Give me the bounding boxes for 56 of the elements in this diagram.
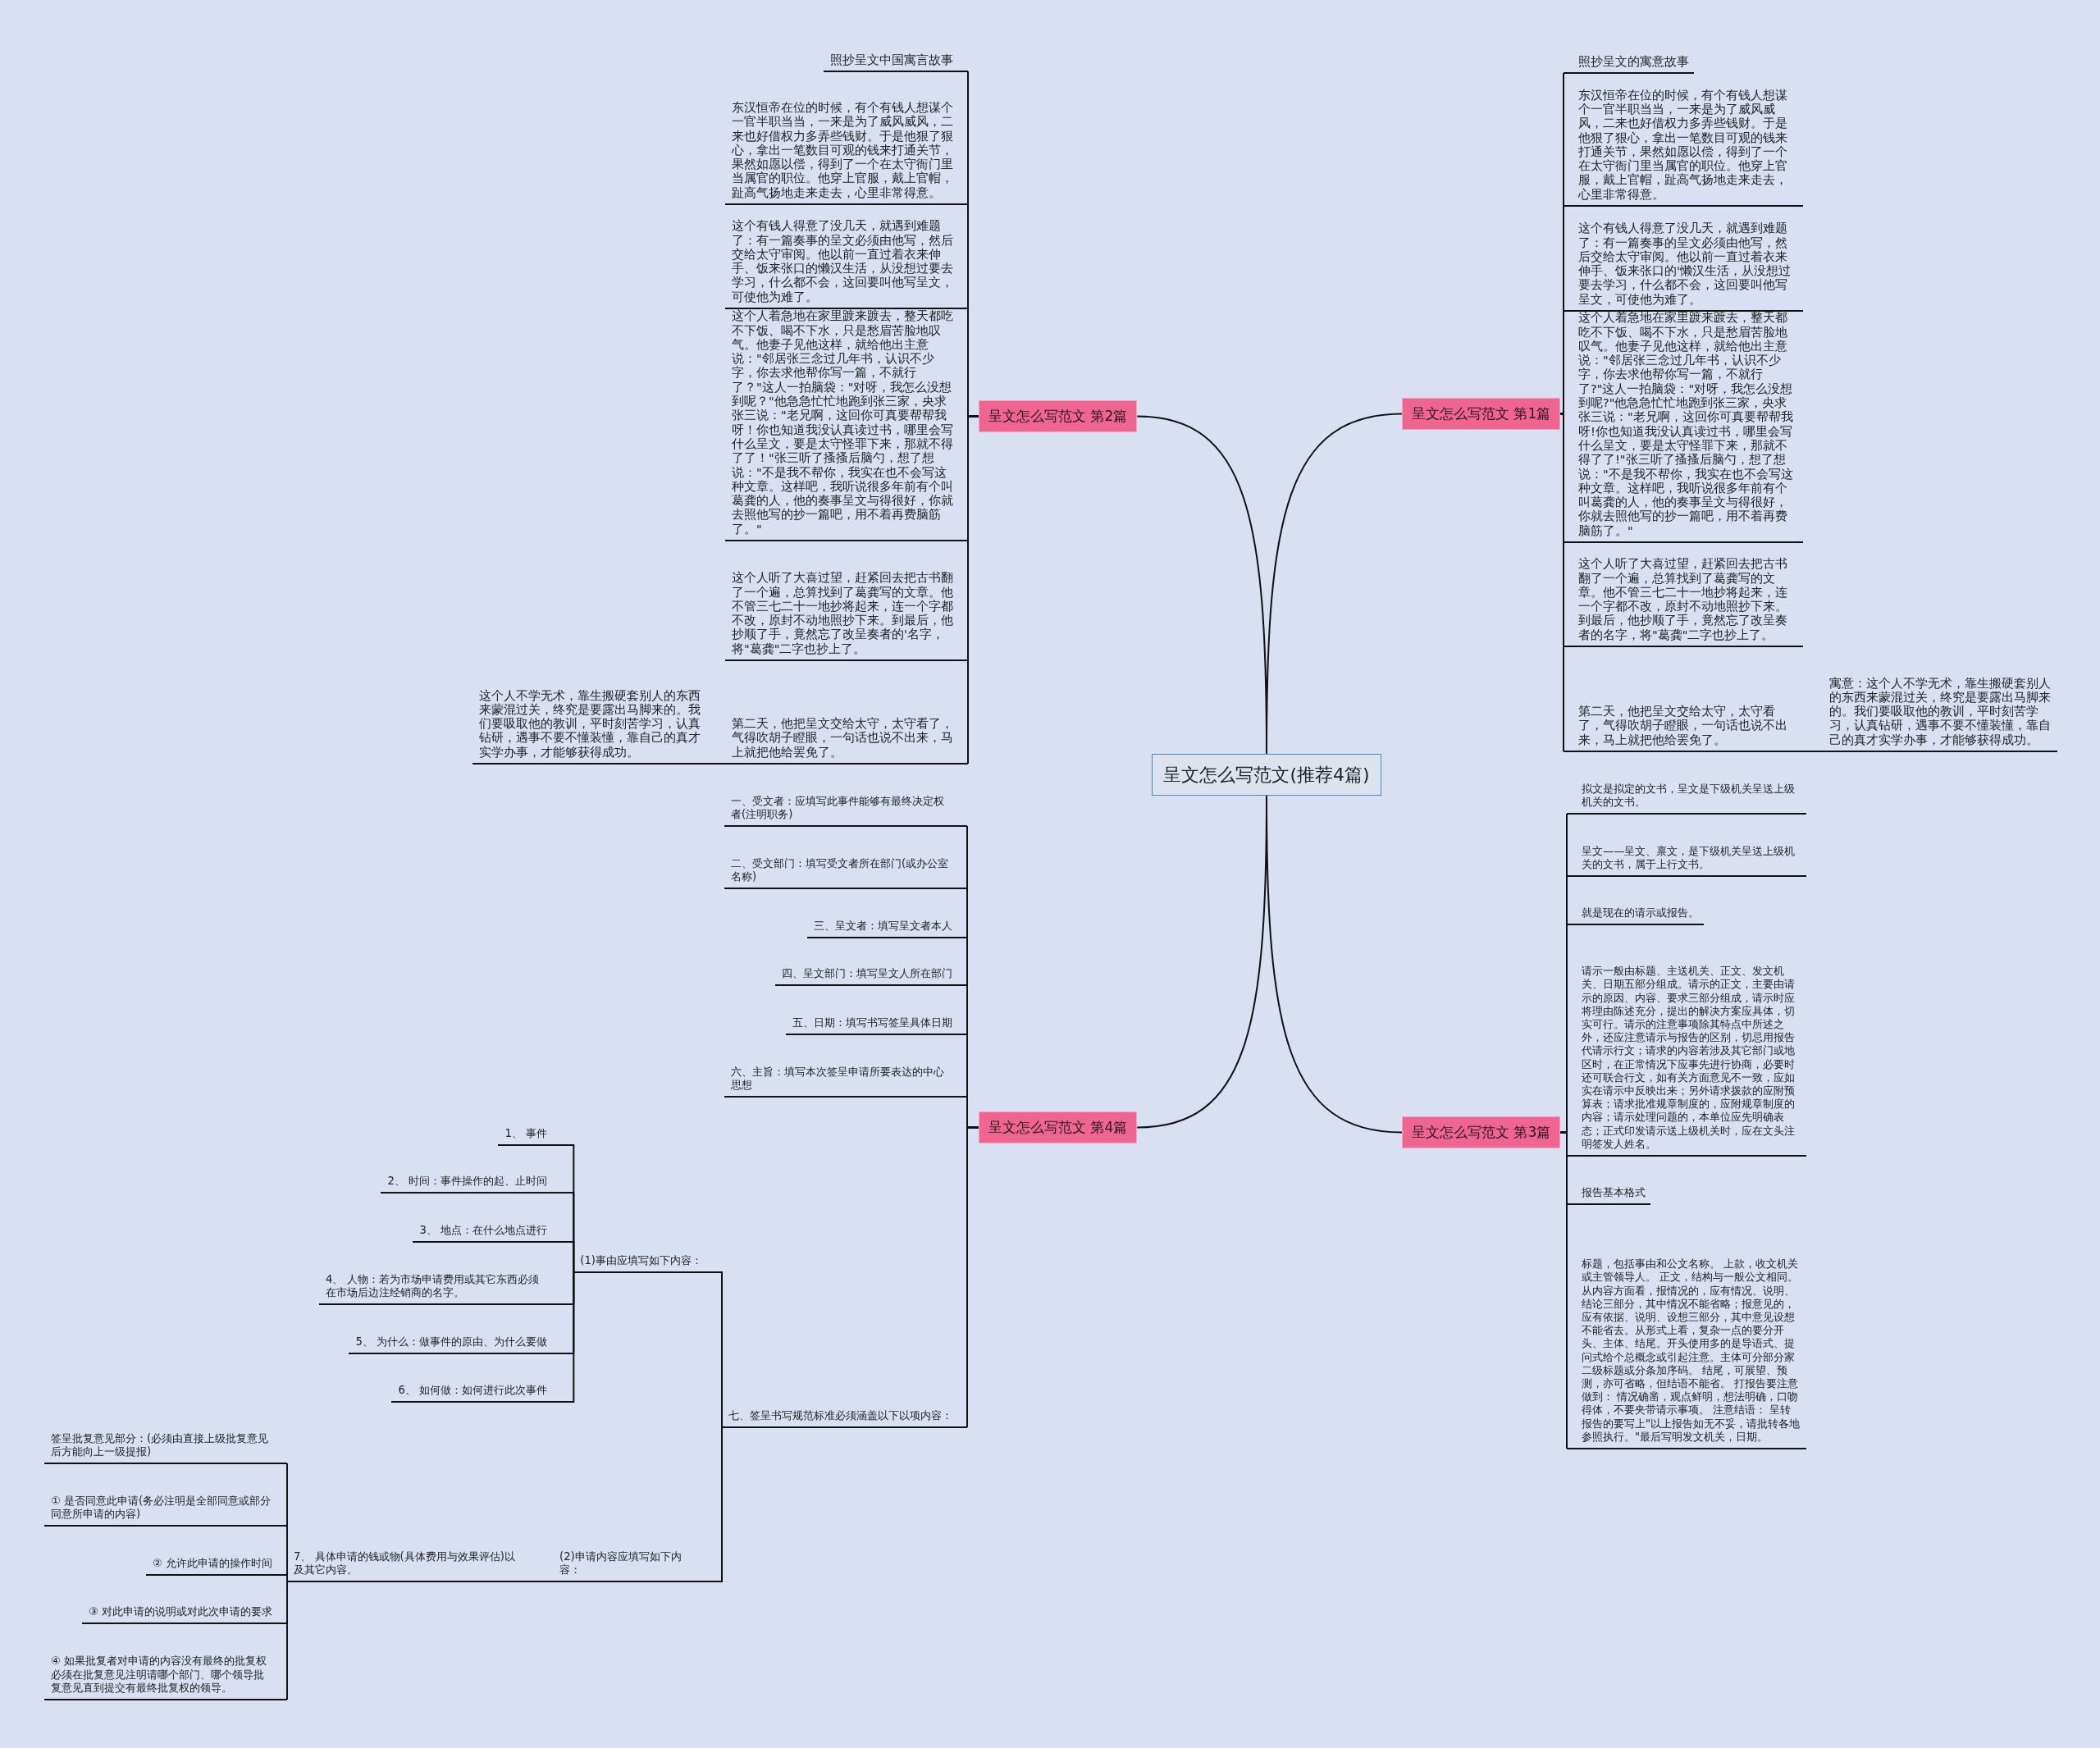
underlined-topic-text: 这个人听了大喜过望，赶紧回去把古书翻了一个遍，总算找到了葛龚写的文章。他不管三七二十一地抄将起来，连一个字都不改，原封不动地照抄下来。到最后，他抄顺了手，竟然忘了改呈奏者的名字，将"葛龚"二字也抄上了。 [1564,556,1803,647]
underlined-topic-text: ④ 如果批复者对申请的内容没有最终的批复权必须在批复意见注明请哪个部门、哪个领导批复意见直到提交有最终批复权的领导。 [44,1654,287,1700]
connector-line [1802,751,1815,752]
underlined-topic-text: 拟文是拟定的文书，呈文是下级机关呈送上级机关的文书。 [1567,782,1806,815]
underlined-topic-text: 六、主旨：填写本次签呈申请所要表达的中心思想 [724,1065,967,1098]
underlined-topic-text: 签呈批复意见部分：(必须由直接上级批复意见后方能向上一级提报) [44,1431,287,1464]
underlined-topic-text: 五、日期：填写书写签呈具体日期 [786,1015,967,1035]
underlined-topic-text: 3、 地点：在什么地点进行 [413,1223,562,1243]
branch-topic-box: 呈文怎么写范文 第4篇 [979,1111,1138,1143]
underlined-topic-text: 5、 为什么：做事件的原由、为什么要做 [349,1335,562,1354]
underlined-topic-text: 这个人着急地在家里踱来踱去，整天都吃不下饭、喝不下水，只是愁眉苦脸地叹气。他妻子见他这样，就给他出主意说："邻居张三念过几年书，认识不少字，你去求他帮你写一篇，不就行了？"这人一拍脑袋："对呀，我怎么没想到呢？"他急急忙忙地跑到张三家，央求张三说："老兄啊，这回你可真要帮帮我呀！你也知道我没认真读过书，哪里会写什么呈文，要是太守怪罪下来，那就不得了了！"张三听了搔搔后脑勺，想了想说："不是我不帮你，我实在也不会写这种文章。这样吧，我听说很多年前有个叫葛龚的人，他的奏事呈文与得很好，你就去照他写的抄一篇吧，用不着再费脑筋了。" [725,308,968,541]
underlined-topic-text: 6、 如何做：如何进行此次事件 [391,1383,562,1403]
underlined-topic-text: 报告基本格式 [1567,1185,1650,1205]
connector-line [716,1271,723,1428]
connector-line [714,763,726,764]
underlined-topic-text: 照抄呈文中国寓言故事 [824,52,968,72]
connector-line [716,1426,723,1582]
underlined-topic-text: 第二天，他把呈文交给太守，太守看了，气得吹胡子瞪眼，一句话也说不出来，马上就把他给罢免了。 [725,716,968,764]
underlined-topic-text: 这个有钱人得意了没几天，就遇到难题了：有一篇奏事的呈文必须由他写，然后交给太守审阅。他以前一直过着衣来伸手、饭来张口的懒汉生活，从没想过要去学习，什么都不会，这回要叫他写呈文，可使他为难了。 [725,218,968,309]
underlined-topic-text: 就是现在的请示或报告。 [1567,906,1704,925]
underlined-topic-text: 呈文——呈文、禀文，是下级机关呈送上级机关的文书，属于上行文书。 [1567,844,1806,877]
underlined-topic-text: 三、呈文者：填写呈文者本人 [807,919,967,938]
underlined-topic-text: 寓意：这个人不学无术，靠生搬硬套别人的东西来蒙混过关，终究是要露出马脚来的。我们要吸取他的教训，平时刻苦学习，认真钻研，遇事不要不懂装懂，靠自己的真才实学办事，才能够获得成功。 [1815,675,2057,752]
central-topic-box: 呈文怎么写范文(推荐4篇) [1152,754,1381,796]
underlined-topic-text: 请示一般由标题、主送机关、正文、发文机关、日期五部分组成。请示的正文，主要由请示的原因、内容、要求三部分组成，请示时应将理由陈述充分，提出的解决方案应具体，切实可行。请示的注意事项除其特点中所述之外，还应注意请示与报告的区别，切忌用报告代请示行文；请求的内容若涉及其它部门或地区时，在正常情况下应事先进行协商，必要时还可联合行文，如有关方面意见不一致，应如实在请示中反映出来；另外请求拨款的应附预算表；请求批准规章制度的，应附规章制度的内容；请示处理问题的，本单位应先明确表态；正式印发请示送上级机关时，应在文头注明签发人姓名。 [1567,965,1806,1157]
underlined-topic-text: 标题，包括事由和公文名称。 上款，收文机关或主管领导人。 正文，结构与一般公文相同。从内容方面看，报情况的，应有情况、说明、结论三部分，其中情况不能省略；报意见的，应有依据、说明、设想三部分，其中意见设想不能省去。从形式上看，复杂一点的要分开头、主体、结尾。开头使用多的是导语式、提问式给个总概念或引起注意。主体可分部分家二级标题或分条加序码。 结尾，可展望、预测，亦可省略，但结语不能省。 打报告要注意做到： 情况确凿，观点鲜明，想法明确，口吻得体，不要夹带请示事项。 注意结语： 呈转报告的要写上"以上报告如无不妥，请批转各地参照执行。"最后写明发文机关，日期。 [1567,1257,1806,1449]
underlined-topic-text: 一、受文者：应填写此事件能够有最终决定权者(注明职务) [724,794,967,827]
underlined-topic-text: ③ 对此申请的说明或对此次申请的要求 [82,1604,287,1624]
connector-line [966,1126,979,1428]
connector-line [286,1581,288,1700]
underlined-topic-text: 第二天，他把呈文交给太守，太守看了，气得吹胡子瞪眼，一句话也说不出来，马上就把他给罢免了。 [1564,704,1803,752]
underlined-topic-text: 7、 具体申请的钱或物(具体费用与效果评估)以及其它内容。 [287,1549,532,1582]
underlined-topic-text: 1、 事件 [498,1126,562,1146]
branch-topic-box: 呈文怎么写范文 第2篇 [979,400,1138,432]
underlined-topic-text: (2)申请内容应填写如下内容： [553,1549,717,1582]
connector-line [286,1574,288,1582]
branch-topic-box: 呈文怎么写范文 第3篇 [1402,1116,1561,1148]
underlined-topic-text: ② 允许此申请的操作时间 [146,1556,287,1576]
underlined-topic-text: 东汉恒帝在位的时候，有个有钱人想谋个一官半职当当，一来是为了威风威风，二来也好借权力多弄些钱财。于是他狠了狠心，拿出一笔数目可观的钱来打通关节，果然如愿以偿，得到了一个在太守衙门里当属官的职位。他穿上官服，戴上官帽，趾高气扬地走来走去，心里非常得意。 [1564,87,1803,207]
connector-line [561,1271,575,1403]
underlined-topic-text: 这个人着急地在家里踱来踱去，整天都吃不下饭、喝不下水，只是愁眉苦脸地叹气。他妻子见他这样，就给他出主意说："邻居张三念过几年书，认识不少字，你去求他帮你写一篇，不就行了?"这人一拍脑袋："对呀，我怎么没想到呢?"他急急忙忙地跑到张三家，央求张三说："老兄啊，这回你可真要帮帮我呀!你也知道我没认真读过书，哪里会写什么呈文，要是太守怪罪下来，那就不得了了!"张三听了搔搔后脑勺，想了想说："不是我不帮你，我实在也不会写这种文章。这样吧，我听说很多年前有个叫葛龚的人，他的奏事呈文与得很好，你就去照他写的抄一篇吧，用不着再费脑筋了。" [1564,310,1803,543]
underlined-topic-text: 这个人听了大喜过望，赶紧回去把古书翻了一个遍，总算找到了葛龚写的文章。他不管三七二十一地抄将起来，连一个字都不改，原封不动地照抄下来。到最后，他抄顺了手，竟然忘了改呈奏者的'名字，将"葛龚"二字也抄上了。 [725,570,968,661]
underlined-topic-text: 二、受文部门：填写受文者所在部门(或办公室名称) [724,856,967,889]
connector-line [561,1241,575,1273]
underlined-topic-text: 四、呈文部门：填写呈文人所在部门 [775,966,967,986]
underlined-topic-text: 这个人不学无术，靠生搬硬套别人的东西来蒙混过关，终究是要露出马脚来的。我们要吸取他的教训，平时刻苦学习，认真钻研，遇事不要不懂装懂，靠自己的真才实学办事，才能够获得成功。 [472,687,715,764]
underlined-topic-text: 七、签呈书写规范标准必须涵盖以下以项内容： [722,1408,967,1428]
underlined-topic-text: 4、 人物：若为市场申请费用或其它东西必须在市场后边注经销商的名字。 [319,1272,562,1305]
underlined-topic-text: 照抄呈文的寓意故事 [1564,53,1694,74]
underlined-topic-text: 这个有钱人得意了没几天，就遇到难题了：有一篇奏事的呈文必须由他写，然后交给太守审阅。他以前一直过着衣来伸手、饭来张口的'懒汉生活，从没想过要去学习，什么都不会，这回要叫他写呈文，可使他为难了。 [1564,221,1803,312]
branch-topic-box: 呈文怎么写范文 第1篇 [1402,398,1561,430]
underlined-topic-text: ① 是否同意此申请(务必注明是全部同意或部分同意所申请的内容) [44,1494,287,1527]
underlined-topic-text: 东汉恒帝在位的时候，有个有钱人想谋个一官半职当当，一来是为了威风威风，二来也好借权力多弄些钱财。于是他狠了狠心，拿出一笔数目可观的钱来打通关节，果然如愿以偿，得到了一个在太守衙门里当属官的职位。他穿上官服，戴上官帽，趾高气扬地走来走去，心里非常得意。 [725,99,968,205]
underlined-topic-text: (1)事由应填写如下内容： [573,1253,717,1273]
underlined-topic-text: 2、 时间：事件操作的起、止时间 [381,1174,562,1193]
connector-line [531,1581,554,1582]
